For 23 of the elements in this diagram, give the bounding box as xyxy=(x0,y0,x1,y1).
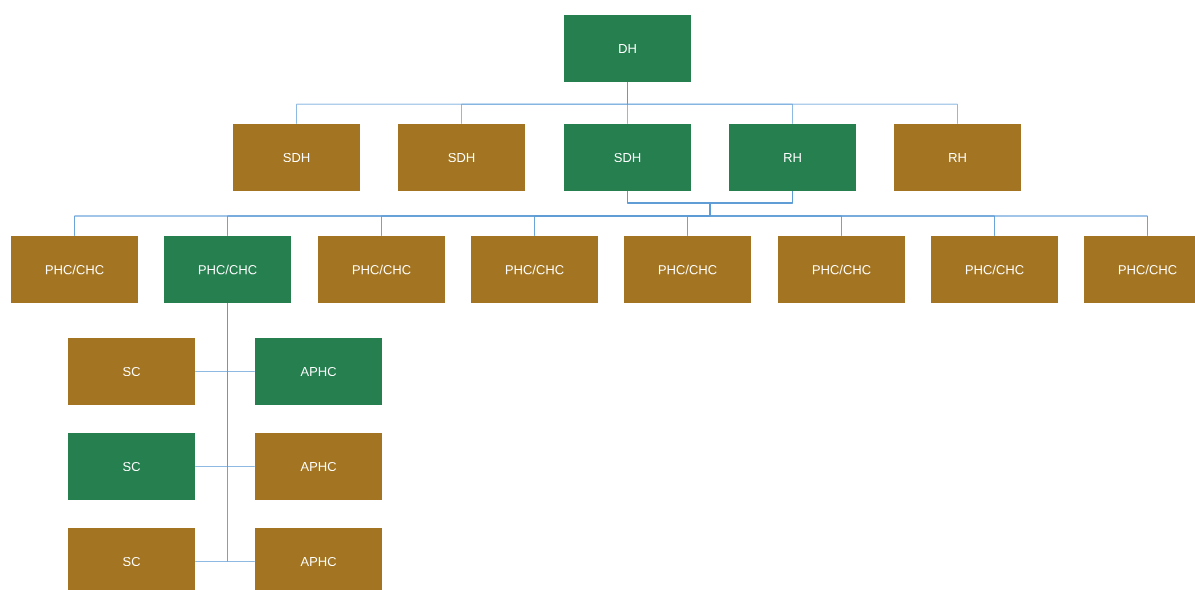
org-box: PHC/CHC xyxy=(318,236,445,303)
org-box: PHC/CHC xyxy=(11,236,138,303)
org-box: RH xyxy=(729,124,856,191)
org-box: PHC/CHC xyxy=(164,236,291,303)
connector-line xyxy=(227,302,256,562)
org-box: SC xyxy=(68,338,195,405)
connector-line xyxy=(627,81,958,125)
org-box: APHC xyxy=(255,338,382,405)
org-box: RH xyxy=(894,124,1021,191)
org-box: PHC/CHC xyxy=(778,236,905,303)
org-box: SC xyxy=(68,528,195,590)
org-box: APHC xyxy=(255,433,382,500)
org-box: SC xyxy=(68,433,195,500)
org-box: PHC/CHC xyxy=(931,236,1058,303)
org-box: APHC xyxy=(255,528,382,590)
org-box: SDH xyxy=(398,124,525,191)
org-box: SDH xyxy=(233,124,360,191)
org-box: SDH xyxy=(564,124,691,191)
org-box: PHC/CHC xyxy=(1084,236,1195,303)
org-box: PHC/CHC xyxy=(471,236,598,303)
connector-line xyxy=(709,190,1148,237)
org-box: PHC/CHC xyxy=(624,236,751,303)
org-box: DH xyxy=(564,15,691,82)
